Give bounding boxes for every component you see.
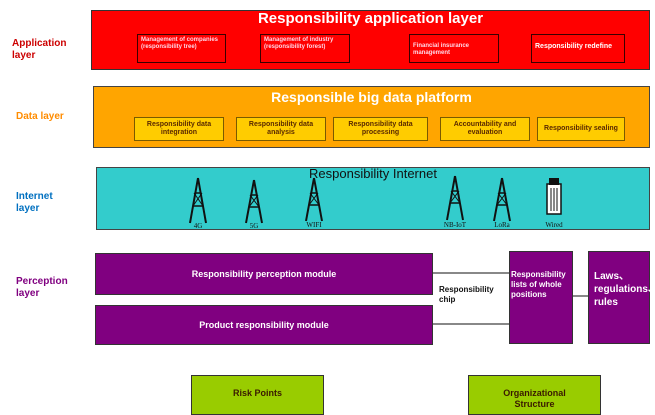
data-box-sealing: Responsibility sealing [537,117,625,141]
tower-nbiot-label: NB-IoT [443,221,467,229]
risk-points-box: Risk Points [191,375,324,415]
laws-box: Laws、regulations、rules [588,251,655,344]
responsibility-chip-label: Responsibility chip [439,285,494,304]
data-box-processing: Responsibility data processing [333,117,428,141]
tower-nbiot-icon [446,175,464,221]
tower-lora-label: LoRa [494,221,510,229]
application-layer-label: Application layer [12,38,67,61]
responsibility-lists-box: Responsibility lists of whole positions [509,251,573,344]
app-box-companies: Management of companies (responsibility … [137,34,226,63]
wired-plug-icon [546,178,562,215]
data-box-integration: Responsibility data integration [134,117,224,141]
perception-module-box: Responsibility perception module [95,253,433,295]
internet-layer-title: Responsibility Internet [309,166,437,181]
app-box-financial: Financial insurance management [409,34,499,63]
product-module-box: Product responsibility module [95,305,433,345]
tower-wifi-icon [305,177,323,222]
wired-label: Wired [545,221,563,229]
data-box-accountability: Accountability and evaluation [440,117,530,141]
tower-5g-label: 5G [249,222,259,230]
tower-wifi-label: WIFI [306,221,322,229]
tower-4g-icon [189,177,207,224]
organizational-structure-box: Organizational Structure [468,375,601,415]
tower-lora-icon [493,177,511,222]
data-layer-label: Data layer [16,111,64,122]
data-layer-title: Responsible big data platform [271,89,472,105]
app-box-industry: Management of industry (responsibility f… [260,34,350,63]
application-layer-title: Responsibility application layer [257,10,484,27]
data-box-analysis: Responsibility data analysis [236,117,326,141]
tower-4g-label: 4G [193,222,203,230]
app-box-redefine: Responsibility redefine [531,34,625,63]
internet-layer-label: Internet layer [16,191,53,214]
perception-layer-label: Perception layer [16,276,68,299]
tower-5g-icon [245,179,263,224]
